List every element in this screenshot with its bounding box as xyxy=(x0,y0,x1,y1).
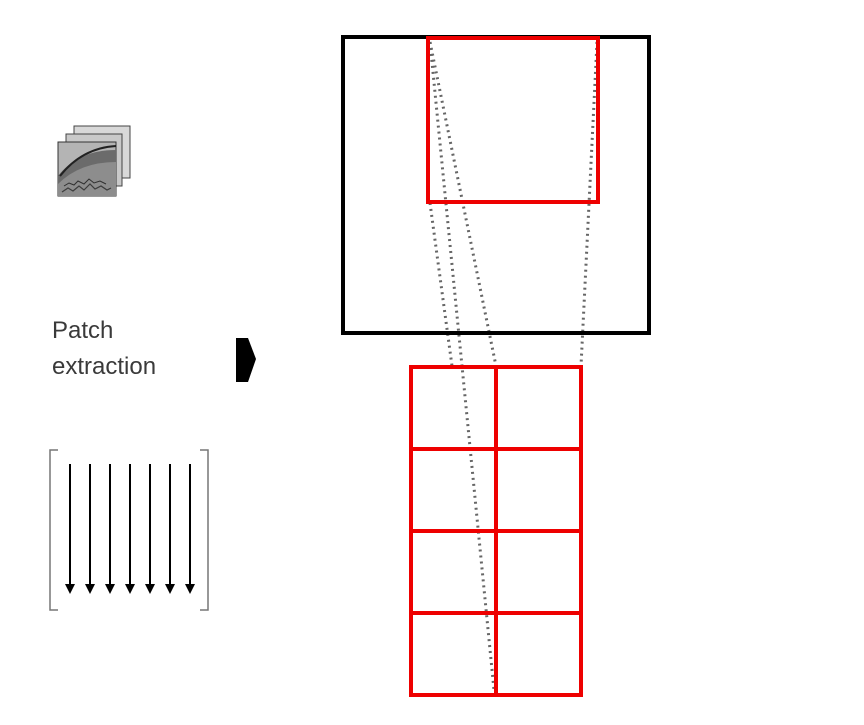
vector-arrowhead xyxy=(145,584,155,594)
vector-arrowhead xyxy=(165,584,175,594)
image-stack-icon xyxy=(57,125,131,197)
patch-cell xyxy=(494,447,583,533)
patch-cell xyxy=(409,365,498,451)
patch-cell xyxy=(409,611,498,697)
vector-arrowhead xyxy=(65,584,75,594)
patch-cell xyxy=(494,529,583,615)
arrow-right-icon xyxy=(236,338,256,382)
vector-arrowhead xyxy=(105,584,115,594)
patch-cell xyxy=(494,365,583,451)
patch-cell xyxy=(409,447,498,533)
patch-cell xyxy=(409,529,498,615)
patch-grid xyxy=(409,365,583,697)
label-line-2: extraction xyxy=(52,353,156,380)
source-image-frame xyxy=(341,35,651,335)
label-line-1: Patch xyxy=(52,317,113,344)
patch-cell xyxy=(494,611,583,697)
vector-bracket-icon xyxy=(49,449,209,611)
vector-arrowhead xyxy=(185,584,195,594)
vector-arrowhead xyxy=(85,584,95,594)
patch-extraction-label: Patch extraction xyxy=(52,317,156,380)
extraction-window xyxy=(426,36,600,204)
vector-arrowhead xyxy=(125,584,135,594)
connector-line xyxy=(428,41,498,367)
